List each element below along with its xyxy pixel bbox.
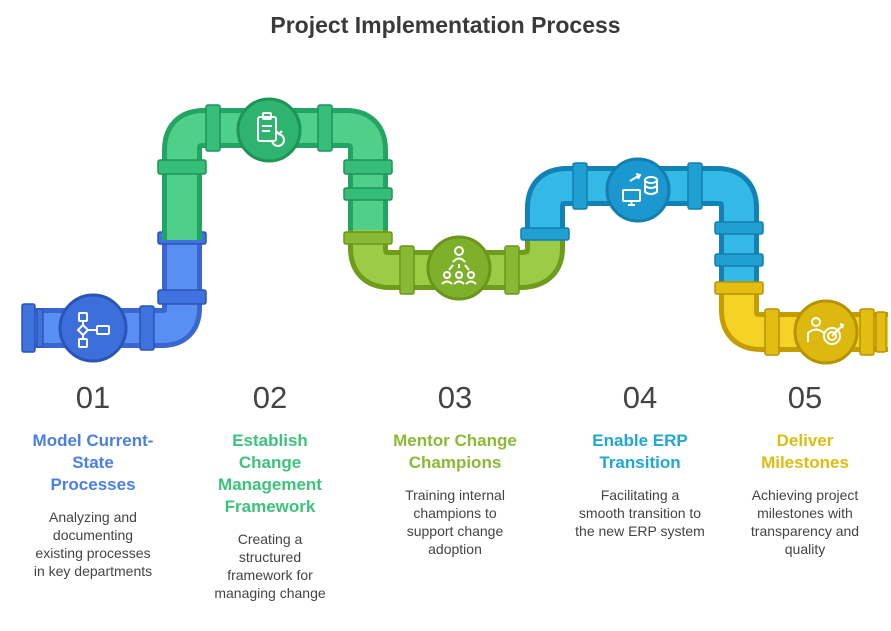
- target-achievement-icon: [807, 317, 845, 345]
- step-number: 02: [252, 380, 288, 415]
- database-transfer-icon: [622, 173, 658, 206]
- process-flow-icon: [76, 312, 110, 348]
- diagram-title: Project Implementation Process: [270, 12, 621, 38]
- pipe-segment-3: [343, 230, 565, 301]
- step-number: 01: [75, 380, 111, 415]
- pipe-segment-2: [157, 97, 393, 240]
- step-number: 04: [622, 380, 658, 415]
- pipe-segment-1: [21, 231, 207, 363]
- step-number: 03: [437, 380, 473, 415]
- pipe-segment-5: [714, 281, 888, 365]
- team-mentor-icon: [441, 246, 477, 285]
- pipe-segment-4: [520, 157, 764, 290]
- clipboard-refresh-icon: [257, 112, 285, 147]
- step-number: 05: [787, 380, 823, 415]
